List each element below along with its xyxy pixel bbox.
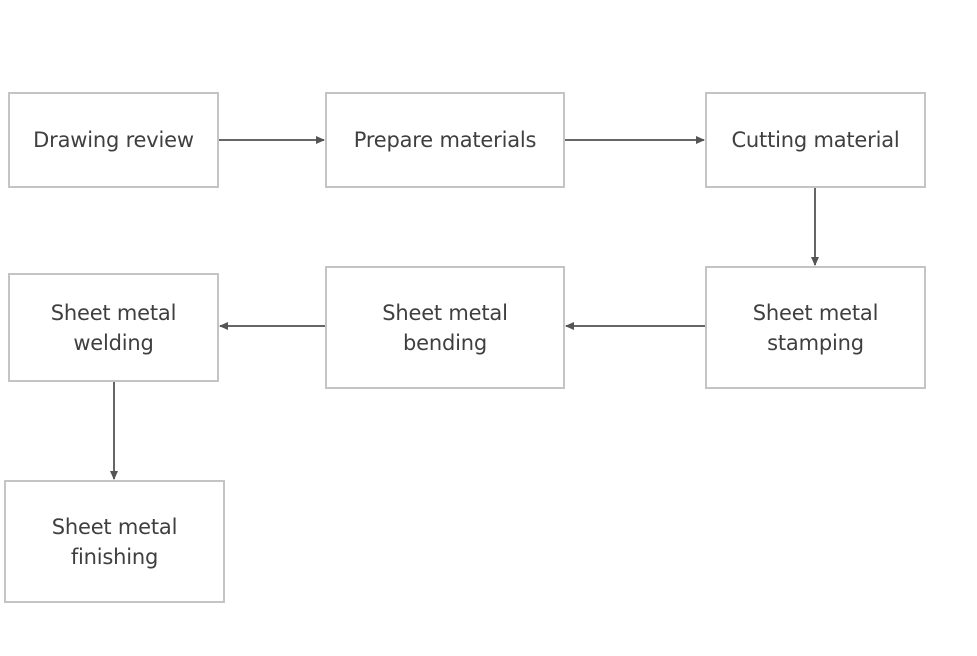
node-sheet-metal-stamping: Sheet metal stamping bbox=[705, 266, 926, 389]
node-drawing-review: Drawing review bbox=[8, 92, 219, 188]
node-cutting-material: Cutting material bbox=[705, 92, 926, 188]
node-prepare-materials: Prepare materials bbox=[325, 92, 565, 188]
node-label: Sheet metal welding bbox=[50, 300, 177, 355]
node-label: Sheet metal bending bbox=[382, 300, 508, 355]
node-sheet-metal-bending: Sheet metal bending bbox=[325, 266, 565, 389]
node-label: Sheet metal finishing bbox=[51, 514, 178, 569]
node-label: Prepare materials bbox=[353, 128, 537, 152]
node-sheet-metal-welding: Sheet metal welding bbox=[8, 273, 219, 382]
node-label: Cutting material bbox=[731, 128, 900, 152]
node-sheet-metal-finishing: Sheet metal finishing bbox=[4, 480, 225, 603]
node-label: Sheet metal stamping bbox=[752, 300, 879, 355]
node-label: Drawing review bbox=[33, 128, 194, 152]
